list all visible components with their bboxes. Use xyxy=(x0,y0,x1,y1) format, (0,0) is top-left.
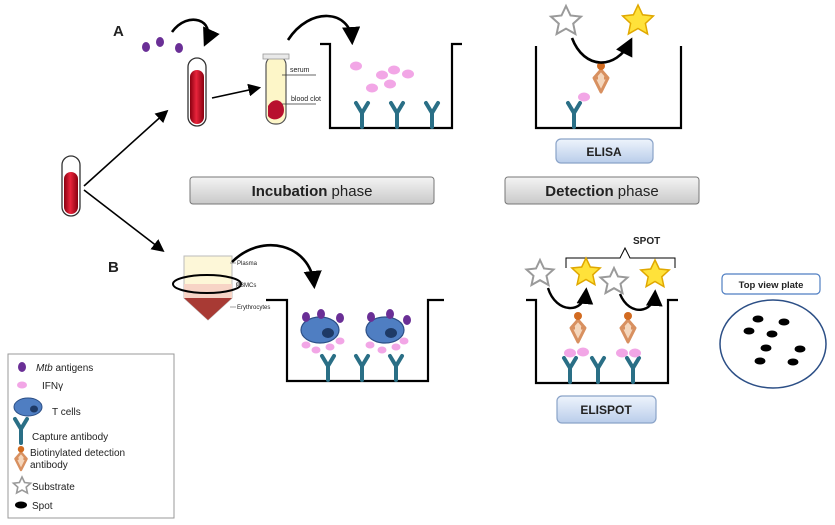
arrow-to-serum-tube xyxy=(211,83,262,99)
svg-text:ELISPOT: ELISPOT xyxy=(580,403,632,417)
svg-text:T cells: T cells xyxy=(52,407,81,418)
whole-blood-tube-a xyxy=(187,57,207,127)
svg-text:Spot: Spot xyxy=(32,501,53,512)
svg-text:Capture antibody: Capture antibody xyxy=(32,432,108,443)
elisa-detection-antibody xyxy=(592,60,610,94)
capture-antibodies-a xyxy=(354,101,440,129)
elisa-bound-ifng xyxy=(578,92,590,102)
elisa-product-star xyxy=(620,3,656,36)
legend-item-tcells: T cells xyxy=(13,397,81,418)
serum-tube xyxy=(262,53,316,125)
elispot-product-stars xyxy=(570,256,671,289)
legend-item-mtb-antigens: Mtb antigens xyxy=(18,362,93,374)
spot-label: SPOT xyxy=(633,236,660,247)
detection-phase-box: Detection phase xyxy=(504,176,700,205)
elispot-bound-ifng xyxy=(564,347,641,358)
arrow-to-panel-b xyxy=(83,189,165,252)
svg-text:Top view plate: Top view plate xyxy=(739,280,804,291)
serum-label: serum xyxy=(290,67,310,74)
panel-label-b: B xyxy=(108,259,119,276)
svg-text:Substrate: Substrate xyxy=(32,482,75,493)
svg-text:Mtb antigens: Mtb antigens xyxy=(36,363,93,374)
svg-text:Detection phase: Detection phase xyxy=(545,183,658,200)
curved-arrow-antigen-to-tube xyxy=(170,18,220,47)
panel-label-a: A xyxy=(113,23,124,40)
pbmcs-label: PBMCs xyxy=(236,283,256,289)
spot-bracket xyxy=(565,246,676,268)
capture-antibodies-b xyxy=(320,354,404,382)
substrate-star-icon xyxy=(11,475,33,495)
svg-text:ELISA: ELISA xyxy=(586,145,622,159)
elisa-capture-antibody xyxy=(566,101,582,129)
elispot-substrate-stars xyxy=(524,257,630,295)
tcell-icon xyxy=(13,397,43,417)
ifng-dots-a xyxy=(350,61,414,93)
top-view-plate xyxy=(719,299,827,389)
svg-text:Incubation phase: Incubation phase xyxy=(252,183,373,200)
tcells-with-antigens xyxy=(300,309,411,354)
legend-box xyxy=(7,353,175,519)
curved-arrow-to-elisa-well xyxy=(286,14,361,46)
plasma-label: Plasma xyxy=(237,261,258,267)
legend-item-spot: Spot xyxy=(15,501,53,512)
antigen-icon xyxy=(18,362,26,372)
erythrocytes-label: Erythrocytes xyxy=(237,305,270,311)
ifng-icon xyxy=(17,381,27,389)
separation-tube xyxy=(172,255,242,321)
elisa-incubation-well xyxy=(320,42,462,130)
incubation-phase-box: Incubation phase xyxy=(189,176,435,205)
svg-text:IFNγ: IFNγ xyxy=(42,381,63,392)
legend-item-ifng: IFNγ xyxy=(17,381,63,392)
elispot-capture-antibodies xyxy=(562,356,641,384)
elispot-reaction-arrow-2 xyxy=(618,289,663,311)
elispot-incubation-well xyxy=(266,298,444,383)
elisa-substrate-star xyxy=(548,3,584,36)
legend-item-capture-antibody: Capture antibody xyxy=(13,417,108,445)
elispot-detection-antibodies xyxy=(569,310,637,344)
elisa-detection-well xyxy=(534,46,683,130)
spot-icon xyxy=(15,501,27,509)
arrow-to-panel-a xyxy=(83,109,169,187)
incubation-rest: phase xyxy=(327,183,372,200)
incubation-bold: Incubation xyxy=(252,183,328,200)
source-blood-tube xyxy=(61,155,81,217)
blood-clot-label: blood clot xyxy=(291,96,321,103)
detection-rest: phase xyxy=(614,183,659,200)
elisa-label-box: ELISA xyxy=(555,138,654,164)
top-view-label-box: Top view plate xyxy=(721,273,821,295)
svg-text:antibody: antibody xyxy=(30,460,68,471)
elispot-detection-well xyxy=(526,298,678,385)
elisa-reaction-arrow xyxy=(570,37,633,64)
detection-bold: Detection xyxy=(545,183,613,200)
elispot-reaction-arrow-1 xyxy=(546,287,594,310)
curved-arrow-to-elispot-well xyxy=(231,244,322,290)
legend-item-substrate: Substrate xyxy=(11,475,75,495)
svg-text:Biotinylated detection: Biotinylated detection xyxy=(30,448,125,459)
legend-item-detection-antibody: Biotinylated detection antibody xyxy=(14,444,125,472)
antigen-dots-a xyxy=(142,37,183,53)
elispot-label-box: ELISPOT xyxy=(556,395,657,424)
